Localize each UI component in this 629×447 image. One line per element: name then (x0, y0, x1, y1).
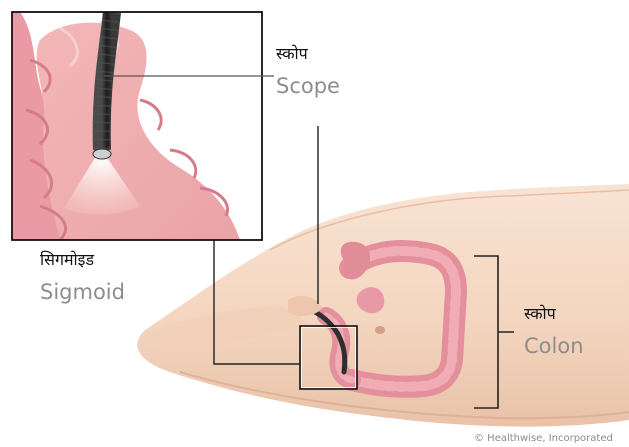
inset-detail (12, 12, 262, 240)
colon-label-english: Colon (524, 336, 584, 357)
sigmoid-label-hindi: सिगमोइड (40, 252, 94, 268)
navel (375, 326, 385, 334)
scope-label-hindi: स्कोप (276, 46, 308, 62)
copyright-credit: © Healthwise, Incorporated (474, 434, 613, 444)
colon-label-hindi: स्कोप (524, 306, 556, 322)
sigmoid-label-english: Sigmoid (40, 282, 125, 303)
scope-label-english: Scope (276, 76, 340, 97)
